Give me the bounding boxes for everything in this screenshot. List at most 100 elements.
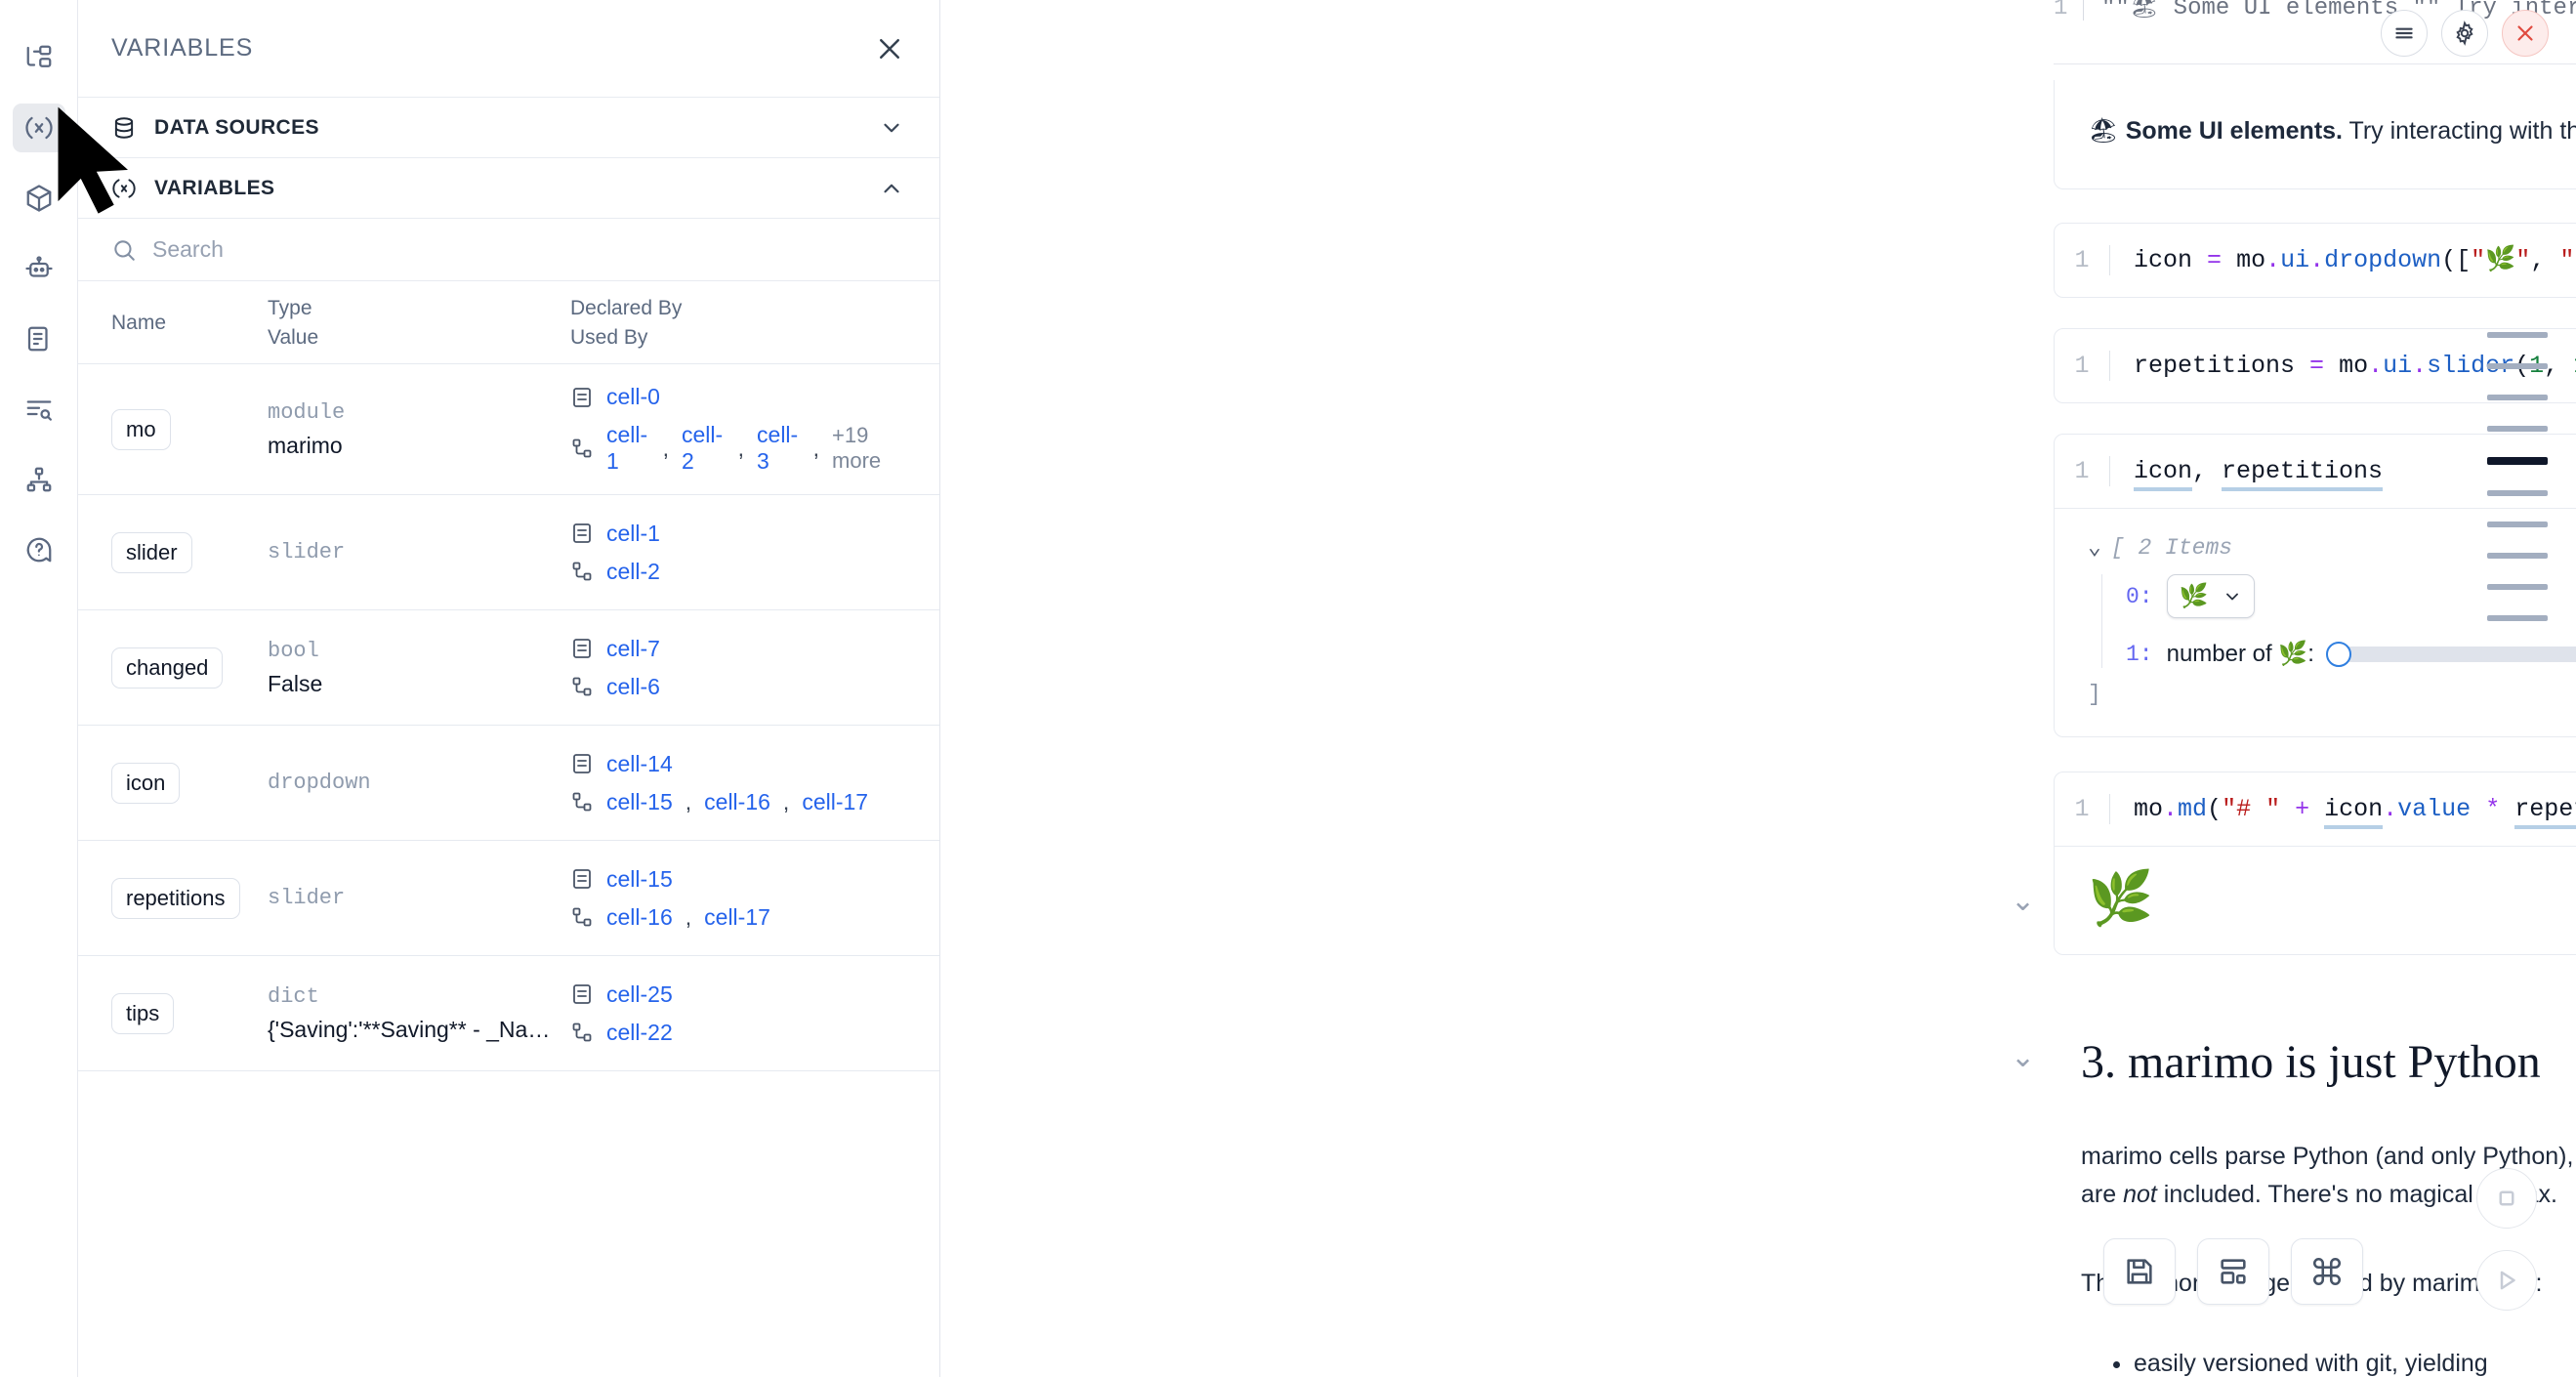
cell-used-icon (572, 438, 592, 458)
cell-used-icon (572, 562, 592, 581)
cell-link[interactable]: cell-17 (802, 788, 869, 814)
declared-by-line: cell-7 (570, 636, 906, 662)
close-icon[interactable] (875, 34, 904, 63)
cell-link[interactable]: cell-16 (704, 788, 770, 814)
tree-toggle-row[interactable]: ⌄ [ 2 Items (2088, 534, 2576, 562)
variable-name-chip[interactable]: slider (111, 531, 192, 573)
cell-link[interactable]: cell-15 (606, 788, 673, 814)
variable-type: dropdown (268, 771, 371, 795)
cell-link[interactable]: cell-1 (606, 520, 660, 546)
used-by-line: cell-16,cell-17 (570, 904, 906, 931)
minimap-mark[interactable] (2487, 395, 2548, 400)
dependency-graph-icon[interactable] (13, 455, 65, 504)
notebook-minimap[interactable] (2459, 332, 2576, 621)
variable-name-chip[interactable]: changed (111, 647, 224, 688)
code-text[interactable]: icon, repetitions (2134, 456, 2384, 491)
cell-link[interactable]: cell-3 (757, 422, 799, 474)
variable-type-value-cell: slider (268, 540, 570, 564)
variable-cells-cell: cell-14 cell-15,cell-16,cell-17 (570, 751, 906, 815)
minimap-mark[interactable] (2487, 553, 2548, 559)
minimap-mark[interactable] (2487, 584, 2548, 590)
minimap-mark[interactable] (2487, 332, 2548, 338)
markdown-cell[interactable]: 1 mo.md("# " + icon.value * repetitions.… (2054, 772, 2576, 956)
section-data-sources[interactable]: DATA SOURCES (78, 98, 939, 158)
minimap-mark[interactable] (2487, 457, 2548, 465)
floating-action-buttons (2103, 1238, 2363, 1305)
slider-track[interactable] (2327, 646, 2576, 662)
code-text[interactable]: mo.md("# " + icon.value * repetitions.va… (2134, 794, 2576, 829)
package-icon[interactable] (13, 174, 65, 223)
slider-label: number of 🌿: (2166, 641, 2314, 668)
minimap-mark[interactable] (2487, 490, 2548, 496)
cell-link[interactable]: cell-2 (682, 422, 724, 474)
variable-type-value-cell: dropdown (268, 771, 570, 795)
variable-name-chip[interactable]: repetitions (111, 877, 240, 919)
collapse-section-icon[interactable]: ⌄ (2011, 1041, 2036, 1073)
slider-control[interactable] (2325, 641, 2576, 667)
close-icon[interactable] (2502, 10, 2549, 57)
layout-icon[interactable] (2197, 1238, 2269, 1305)
help-icon[interactable] (13, 525, 65, 574)
section-label: DATA SOURCES (154, 115, 319, 139)
code-text[interactable]: icon = mo.ui.dropdown(["🌿", "🏖", "✨"], v… (2134, 246, 2576, 274)
minimap-mark[interactable] (2487, 426, 2548, 432)
table-row[interactable]: repetitions slider cell-15 cell-16,cell-17 (78, 841, 939, 956)
markdown-output: 🏖 Some UI elements. Try interacting with… (2054, 80, 2576, 189)
slider-knob[interactable] (2325, 641, 2351, 667)
cell-link[interactable]: cell-0 (606, 384, 660, 409)
robot-icon[interactable] (13, 244, 65, 293)
cell-link[interactable]: cell-15 (606, 865, 673, 892)
variable-name-chip[interactable]: tips (111, 992, 175, 1034)
used-by-more-label[interactable]: +19 more (832, 423, 882, 473)
database-icon (114, 116, 134, 139)
cell-link[interactable]: cell-14 (606, 750, 673, 776)
gear-icon[interactable] (2441, 10, 2488, 57)
dropdown-cell[interactable]: 1 icon = mo.ui.dropdown(["🌿", "🏖", "✨"],… (2054, 223, 2576, 299)
used-by-line: cell-1,cell-2,cell-3,+19 more (570, 422, 906, 475)
variable-cells-cell: cell-1 cell-2 (570, 521, 906, 585)
cell-link[interactable]: cell-2 (606, 558, 660, 584)
variable-name-chip[interactable]: mo (111, 408, 171, 450)
section-variables[interactable]: VARIABLES (78, 158, 939, 219)
code-text[interactable]: repetitions = mo.ui.slider(1, 16, label=… (2134, 352, 2576, 380)
variable-type-value-cell: slider (268, 886, 570, 910)
slider-cell[interactable]: 1 repetitions = mo.ui.slider(1, 16, labe… (2054, 328, 2576, 404)
variable-value: False (268, 670, 323, 696)
search-input[interactable] (152, 236, 906, 263)
play-icon[interactable] (2476, 1250, 2537, 1311)
scratchpad-icon[interactable] (13, 314, 65, 363)
cell-used-icon (572, 1022, 592, 1042)
column-name: Name (111, 312, 167, 334)
cell-link[interactable]: cell-6 (606, 673, 660, 699)
cell-link[interactable]: cell-16 (606, 903, 673, 930)
cell-link[interactable]: cell-7 (606, 635, 660, 661)
used-by-line: cell-15,cell-16,cell-17 (570, 789, 906, 815)
cell-link[interactable]: cell-22 (606, 1019, 673, 1045)
collapse-markdown-cell-icon[interactable]: ⌄ (2011, 885, 2036, 917)
minimap-mark[interactable] (2487, 615, 2548, 621)
cell-link[interactable]: cell-25 (606, 981, 673, 1007)
chevron-down-icon[interactable]: ⌄ (2088, 535, 2101, 562)
cell-link[interactable]: cell-1 (606, 422, 648, 474)
declared-by-line: cell-1 (570, 521, 906, 547)
stop-icon[interactable] (2476, 1168, 2537, 1229)
chevron-down-icon (884, 123, 899, 132)
table-row[interactable]: icon dropdown cell-14 cell-15,cell-16,cell-… (78, 726, 939, 841)
file-tree-icon[interactable] (13, 33, 65, 82)
cell-link[interactable]: cell-17 (704, 903, 770, 930)
variable-name-chip[interactable]: icon (111, 762, 181, 804)
dropdown-select[interactable]: 🌿 (2166, 574, 2255, 619)
minimap-mark[interactable] (2487, 522, 2548, 527)
minimap-mark[interactable] (2487, 363, 2548, 369)
variables-icon[interactable] (12, 104, 65, 152)
save-icon[interactable] (2103, 1238, 2176, 1305)
cell-used-icon (572, 677, 592, 696)
outline-icon[interactable] (13, 385, 65, 434)
table-row[interactable]: slider slider cell-1 cell-2 (78, 495, 939, 610)
command-icon[interactable] (2291, 1238, 2363, 1305)
hamburger-icon[interactable] (2381, 10, 2428, 57)
